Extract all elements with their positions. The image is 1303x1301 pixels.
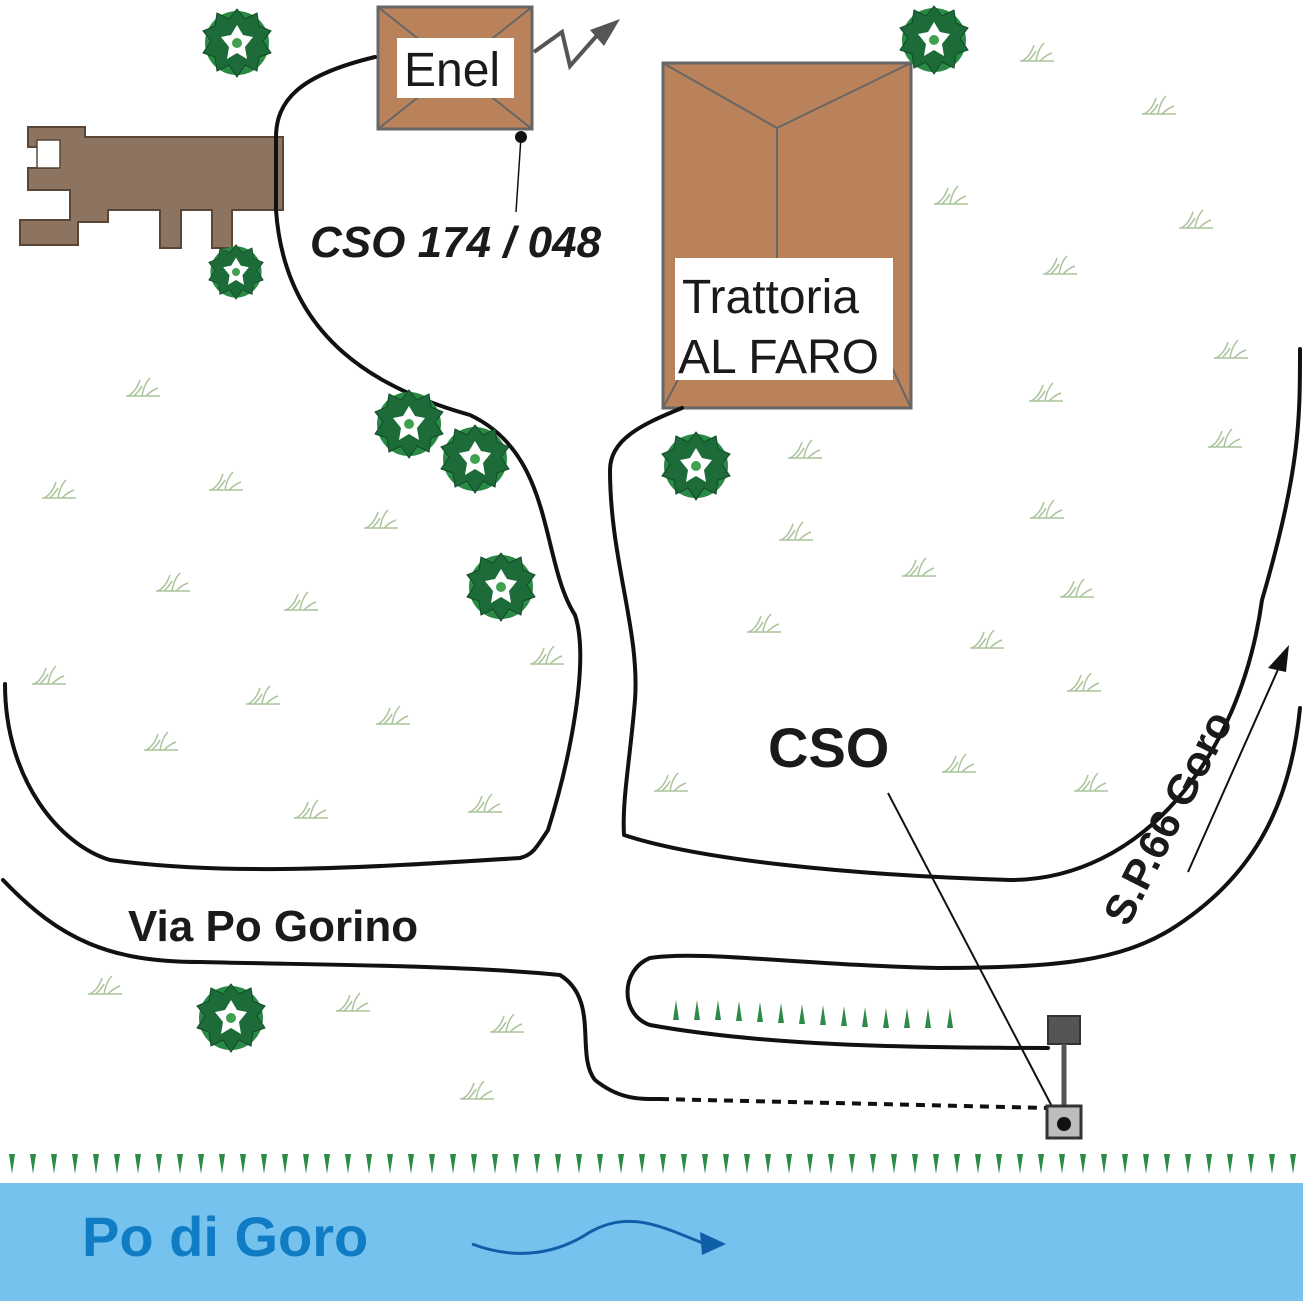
riverbank-reed xyxy=(1143,1154,1149,1174)
riverbank-reed xyxy=(492,1154,498,1174)
riverbank-reed xyxy=(1038,1154,1044,1174)
riverbank-reed xyxy=(1206,1154,1212,1174)
riverbank-reed xyxy=(1227,1154,1233,1174)
driveway-west xyxy=(3,55,583,872)
riverbank-reed xyxy=(933,1154,939,1174)
riverbank-reed xyxy=(429,1154,435,1174)
riverbank-reed xyxy=(1017,1154,1023,1174)
riverbank-reed xyxy=(786,1154,792,1174)
riverbank-reed xyxy=(744,1154,750,1174)
direction-arrow-icon xyxy=(1268,645,1289,672)
riverbank-reed xyxy=(1059,1154,1065,1174)
riverbank-reed xyxy=(156,1154,162,1174)
river-label: Po di Goro xyxy=(82,1205,368,1268)
riverbank-reed xyxy=(1101,1154,1107,1174)
riverbank-reed xyxy=(72,1154,78,1174)
riverbank-reed xyxy=(240,1154,246,1174)
riverbank-reed xyxy=(303,1154,309,1174)
trattoria-building: Trattoria AL FARO xyxy=(661,61,913,410)
riverbank-reed xyxy=(912,1154,918,1174)
riverbank-reed xyxy=(660,1154,666,1174)
enel-label: Enel xyxy=(404,44,500,97)
riverbank-reeds xyxy=(9,1154,1296,1174)
riverbank-reed xyxy=(219,1154,225,1174)
trattoria-label-line1: Trattoria xyxy=(682,271,859,324)
flow-arrow-icon xyxy=(471,1219,706,1255)
riverbank-reed xyxy=(681,1154,687,1174)
sp66-label: S.P.66 Goro xyxy=(1094,703,1242,932)
riverbank-reed xyxy=(723,1154,729,1174)
riverbank-reed xyxy=(1122,1154,1128,1174)
riverbank-reed xyxy=(30,1154,36,1174)
ruin-structure xyxy=(19,126,284,249)
riverbank-reed xyxy=(1269,1154,1275,1174)
river-po-di-goro xyxy=(0,1183,1303,1301)
riverbank-reed xyxy=(849,1154,855,1174)
riverbank-reed xyxy=(1290,1154,1296,1174)
riverbank-reed xyxy=(1080,1154,1086,1174)
riverbank-reed xyxy=(996,1154,1002,1174)
cso-label: CSO xyxy=(768,716,889,779)
riverbank-reed xyxy=(408,1154,414,1174)
riverbank-reed xyxy=(93,1154,99,1174)
riverbank-reed xyxy=(870,1154,876,1174)
cso-code-label: CSO 174 / 048 xyxy=(310,218,602,267)
riverbank-reed xyxy=(639,1154,645,1174)
cso-device-top xyxy=(1047,1015,1081,1045)
riverbank-reed xyxy=(828,1154,834,1174)
riverbank-reed xyxy=(975,1154,981,1174)
riverbank-reed xyxy=(702,1154,708,1174)
via-po-gorino-label: Via Po Gorino xyxy=(128,902,418,951)
riverbank-reed xyxy=(891,1154,897,1174)
riverbank-reed xyxy=(135,1154,141,1174)
riverbank-reed xyxy=(807,1154,813,1174)
trattoria-label-line2: AL FARO xyxy=(678,331,879,384)
riverbank-reed xyxy=(324,1154,330,1174)
riverbank-reed xyxy=(1185,1154,1191,1174)
driveway-east xyxy=(608,347,1302,882)
riverbank-reed xyxy=(513,1154,519,1174)
riverbank-reed xyxy=(450,1154,456,1174)
riverbank-reed xyxy=(954,1154,960,1174)
riverbank-reed xyxy=(261,1154,267,1174)
riverbank-reed xyxy=(555,1154,561,1174)
riverbank-reed xyxy=(471,1154,477,1174)
reeds-cso xyxy=(673,1000,953,1028)
riverbank-reed xyxy=(198,1154,204,1174)
sp66-road-bottom xyxy=(625,706,1302,1050)
riverbank-reed xyxy=(1164,1154,1170,1174)
riverbank-reed xyxy=(114,1154,120,1174)
road-access-dashed xyxy=(659,1097,1051,1110)
riverbank-reed xyxy=(387,1154,393,1174)
riverbank-reed xyxy=(177,1154,183,1174)
riverbank-reed xyxy=(345,1154,351,1174)
riverbank-reed xyxy=(618,1154,624,1174)
enel-building: Enel xyxy=(376,5,534,131)
riverbank-reed xyxy=(534,1154,540,1174)
riverbank-reed xyxy=(9,1154,15,1174)
riverbank-reed xyxy=(765,1154,771,1174)
riverbank-reed xyxy=(51,1154,57,1174)
lightning-arrow-icon xyxy=(532,28,602,71)
riverbank-reed xyxy=(282,1154,288,1174)
via-po-gorino-road xyxy=(1,878,662,1102)
riverbank-reed xyxy=(1248,1154,1254,1174)
riverbank-reed xyxy=(576,1154,582,1174)
riverbank-reed xyxy=(366,1154,372,1174)
riverbank-reed xyxy=(597,1154,603,1174)
